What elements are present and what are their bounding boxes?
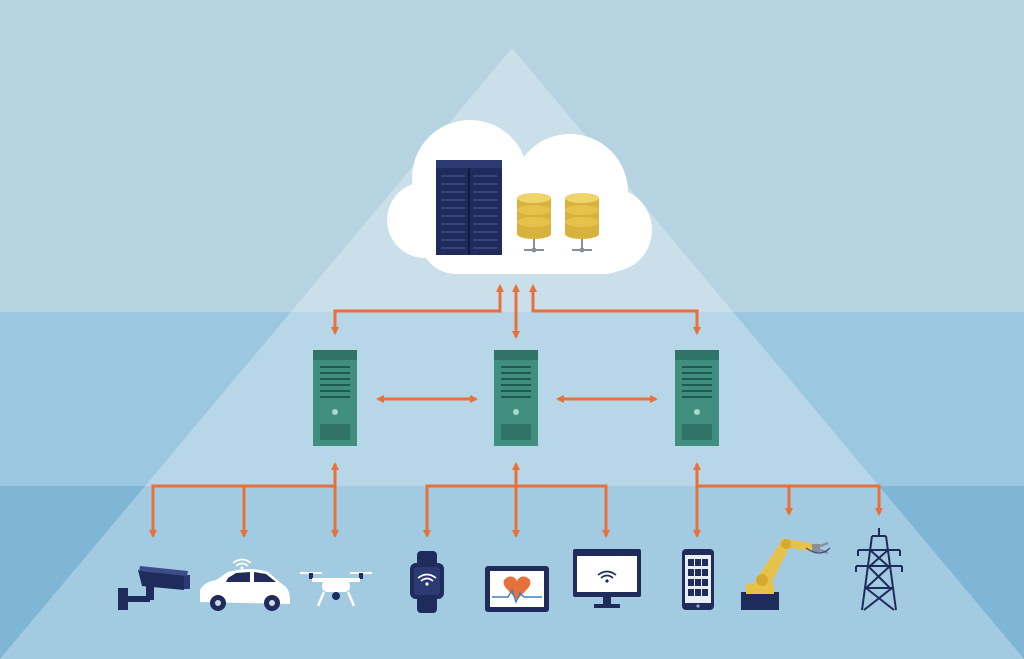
arrow-to-camera: [149, 484, 335, 538]
wifi-monitor-icon: [573, 549, 641, 608]
heart-monitor-icon: [485, 566, 549, 612]
smartphone-icon: [682, 549, 714, 610]
smartwatch-icon: [410, 551, 444, 613]
edge-server-icon: [313, 350, 357, 446]
connected-car-icon: [200, 558, 290, 611]
drone-icon: [300, 572, 372, 607]
database-icon: [517, 193, 551, 253]
arrow-to-monitor: [516, 484, 610, 538]
server-rack-icon: [436, 160, 502, 255]
edge-server-icon: [675, 350, 719, 446]
security-camera-icon: [118, 566, 190, 610]
arrow-to-watch: [423, 484, 516, 538]
arrow-cloud-edge-right: [529, 284, 701, 335]
edge-server-icon: [494, 350, 538, 446]
database-icon: [565, 193, 599, 253]
arrow-cloud-edge-left: [331, 284, 504, 335]
robotic-arm-icon: [741, 538, 831, 610]
power-pylon-icon: [855, 528, 903, 611]
arrow-to-pylon: [697, 484, 883, 516]
